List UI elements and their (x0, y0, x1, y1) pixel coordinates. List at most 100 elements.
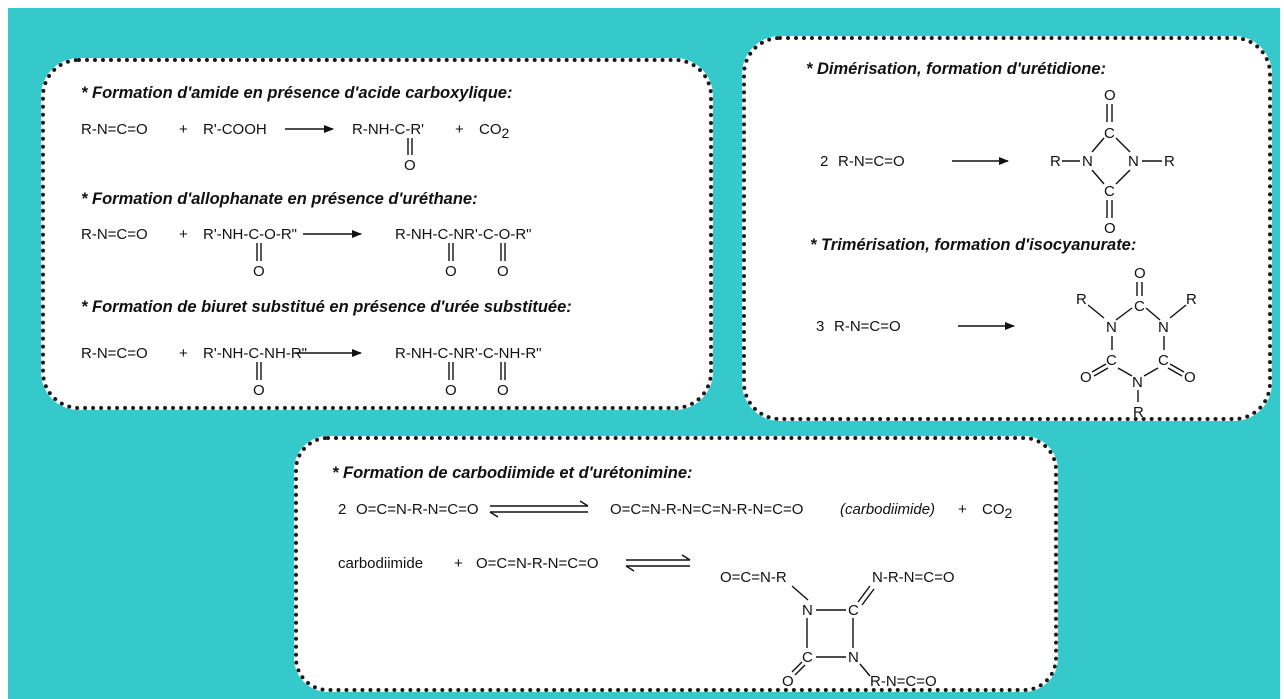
carbonyl-oxygen: O (445, 382, 457, 399)
ring-carbon: C (1104, 183, 1115, 200)
ring-nitrogen: N (848, 649, 859, 666)
equation-carbodiimide: 2 O=C=N-R-N=C=O O=C=N-R-N=C=N-R-N=C=O (c… (338, 500, 1013, 521)
isocyanurate-structure: O C R N N R C C (1076, 265, 1197, 417)
ring-carbon: C (1134, 298, 1145, 315)
equation-amide: R-N=C=O + R'-COOH R-NH-C-R' O + CO2 (81, 121, 510, 174)
ring-bond (1145, 307, 1161, 321)
heading-trimer: * Trimérisation, formation d'isocyanurat… (810, 236, 1137, 254)
panel-3-equations: 2 O=C=N-R-N=C=O O=C=N-R-N=C=N-R-N=C=O (c… (338, 500, 1013, 688)
ring-r-group: R (1133, 404, 1144, 417)
panel-dimer-trimer: * Dimérisation, formation d'urétidione: … (742, 36, 1272, 421)
product-note: (carbodiimide) (840, 501, 935, 518)
ring-carbon: C (1104, 125, 1115, 142)
ring-bond (1169, 304, 1187, 319)
ring-bond (861, 588, 875, 606)
coefficient: 3 (816, 318, 824, 335)
plus-sign: + (958, 501, 967, 518)
coefficient: 2 (820, 153, 828, 170)
plus-sign: + (179, 226, 188, 243)
reactant-acid: R'-COOH (203, 121, 267, 138)
uretidione-structure: O C R N N R C O (1050, 87, 1175, 237)
ring-oxygen: O (1134, 265, 1146, 282)
equation-dimer: 2 R-N=C=O O C R N N R (820, 87, 1175, 237)
ring-bond (1091, 363, 1107, 373)
ring-nitrogen: N (1106, 319, 1117, 336)
ring-bond (1115, 169, 1131, 185)
co2: CO2 (982, 501, 1013, 521)
reactant-urea: R'-NH-C-NH-R" (203, 345, 307, 362)
ring-r-group: R (1076, 291, 1087, 308)
product-amide: R-NH-C-R' (352, 121, 424, 138)
carbonyl-oxygen: O (445, 263, 457, 280)
ring-carbon: C (1158, 352, 1169, 369)
arrow-half-head (489, 511, 499, 518)
ring-bond (1167, 367, 1183, 377)
ring-bond (1091, 169, 1105, 185)
ring-oxygen: O (1080, 369, 1092, 386)
arrow-half-head (681, 554, 691, 561)
carbonyl-oxygen: O (497, 382, 509, 399)
carbonyl-oxygen: O (253, 382, 265, 399)
ring-bond (791, 585, 809, 601)
ring-bond (791, 661, 803, 673)
ring-bond (1169, 363, 1185, 373)
ring-carbon: C (848, 602, 859, 619)
reactant-diisocyanate: O=C=N-R-N=C=O (476, 555, 599, 572)
equation-uretonimine: carbodiimide + O=C=N-R-N=C=O O=C=N-R N C… (338, 554, 955, 688)
ring-bond (1143, 367, 1159, 377)
ring-bond (1115, 137, 1131, 153)
arrow-half-head (625, 565, 635, 572)
arrow-half-head (579, 500, 589, 507)
ring-nitrogen: N (1082, 153, 1093, 170)
co2: CO2 (479, 121, 510, 141)
ring-r-group: R (1164, 153, 1175, 170)
reactant-isocyanate: R-N=C=O (834, 318, 901, 335)
substituent-bottom: R-N=C=O (870, 673, 937, 688)
panel-carbodiimide-uretonimine: * Formation de carbodiimide et d'urétoni… (294, 436, 1058, 692)
equation-allophanate: R-N=C=O + R'-NH-C-O-R" R-NH-C-NR'-C-O-R"… (81, 226, 532, 280)
ring-bond (1091, 137, 1105, 153)
product-carbodiimide: O=C=N-R-N=C=N-R-N=C=O (610, 501, 803, 518)
substituent-right: N-R-N=C=O (872, 569, 955, 586)
ring-oxygen: O (1104, 87, 1116, 104)
equation-trimer: 3 R-N=C=O O C R N N R (816, 265, 1197, 417)
plus-sign: + (179, 345, 188, 362)
ring-nitrogen: N (1128, 153, 1139, 170)
ring-bond (1087, 304, 1105, 319)
plus-sign: + (179, 121, 188, 138)
ring-carbon: C (1106, 352, 1117, 369)
ring-bond (859, 663, 871, 677)
reactant-carbodiimide: carbodiimide (338, 555, 423, 572)
panel-1-equations: R-N=C=O + R'-COOH R-NH-C-R' O + CO2 R-N=… (81, 121, 541, 399)
ring-r-group: R (1186, 291, 1197, 308)
product-biuret: R-NH-C-NR'-C-NH-R" (395, 345, 541, 362)
ring-oxygen: O (782, 673, 794, 688)
ring-bond (857, 585, 871, 603)
ring-nitrogen: N (1158, 319, 1169, 336)
panel-amide-allophanate-biuret: * Formation d'amide en présence d'acide … (41, 58, 713, 410)
ring-bond (1115, 307, 1133, 321)
carbonyl-oxygen: O (497, 263, 509, 280)
panel-2-equations: 2 R-N=C=O O C R N N R (816, 87, 1197, 417)
ring-bond (1117, 367, 1133, 377)
heading-amide: * Formation d'amide en présence d'acide … (81, 84, 513, 102)
ring-bond (794, 664, 806, 676)
substituent-left: O=C=N-R (720, 569, 787, 586)
plus-sign: + (454, 555, 463, 572)
uretonimine-structure: O=C=N-R N C N-R-N=C=O C N O (720, 569, 955, 688)
ring-carbon: C (802, 649, 813, 666)
heading-allophanate: * Formation d'allophanate en présence d'… (81, 190, 478, 208)
ring-nitrogen: N (1132, 374, 1143, 391)
heading-carbodiimide: * Formation de carbodiimide et d'urétoni… (332, 464, 693, 482)
reactant-diisocyanate: O=C=N-R-N=C=O (356, 501, 479, 518)
reactant-isocyanate: R-N=C=O (81, 226, 148, 243)
figure-canvas: * Formation d'amide en présence d'acide … (8, 8, 1280, 699)
plus-sign: + (455, 121, 464, 138)
coefficient: 2 (338, 501, 346, 518)
reactant-isocyanate: R-N=C=O (838, 153, 905, 170)
ring-oxygen: O (1184, 369, 1196, 386)
reactant-urethane: R'-NH-C-O-R" (203, 226, 297, 243)
heading-biuret: * Formation de biuret substitué en prése… (81, 298, 572, 316)
heading-dimer: * Dimérisation, formation d'urétidione: (806, 60, 1107, 78)
ring-r-group: R (1050, 153, 1061, 170)
